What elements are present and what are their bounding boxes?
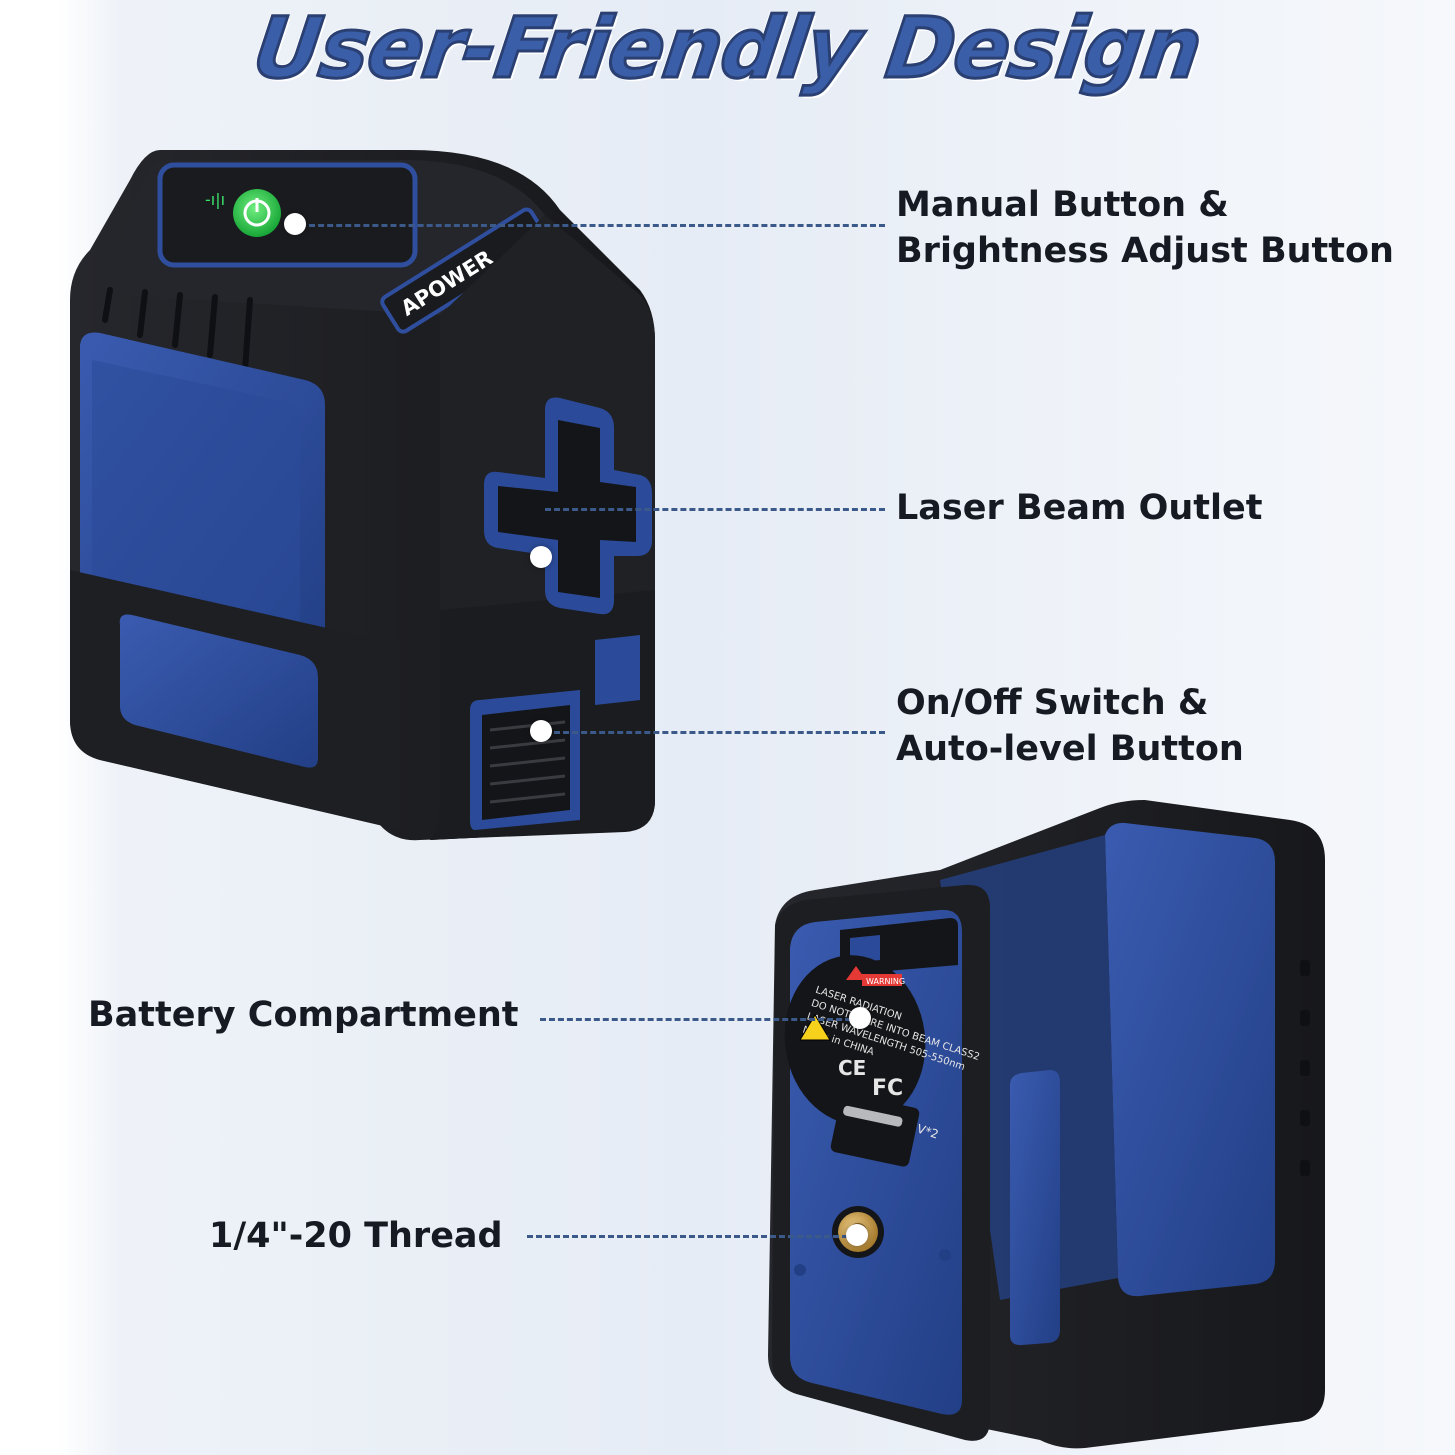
label-battery-line1: Battery Compartment <box>88 995 519 1035</box>
callout-line-battery <box>540 1018 860 1021</box>
label-onoff-switch: On/Off Switch & Auto-level Button <box>896 680 1244 772</box>
label-thread: 1/4"-20 Thread <box>209 1213 503 1259</box>
laser-level-rear-view: WARNING LASER RADIATION DO NOT STARE INT… <box>768 800 1325 1449</box>
callout-line-manual-button <box>300 224 885 227</box>
svg-text:-ı|ı: -ı|ı <box>205 190 225 209</box>
label-onoff-switch-line2: Auto-level Button <box>896 729 1244 769</box>
label-laser-outlet-line1: Laser Beam Outlet <box>896 488 1263 528</box>
label-battery: Battery Compartment <box>88 992 518 1038</box>
label-manual-button-line2: Brightness Adjust Button <box>896 231 1394 271</box>
callout-dot-manual-button <box>284 213 306 235</box>
callout-line-laser-outlet <box>545 508 885 511</box>
svg-text:CE: CE <box>838 1056 866 1080</box>
callout-line-onoff-switch <box>545 731 885 734</box>
callout-dot-battery <box>849 1007 871 1029</box>
callout-line-thread <box>527 1235 857 1238</box>
svg-text:WARNING: WARNING <box>866 977 905 986</box>
label-laser-outlet: Laser Beam Outlet <box>896 485 1263 531</box>
callout-dot-laser-outlet <box>530 546 552 568</box>
callout-dot-thread <box>846 1224 868 1246</box>
label-manual-button: Manual Button & Brightness Adjust Button <box>896 182 1394 274</box>
laser-level-front-view: -ı|ı APOWER <box>70 150 655 841</box>
label-onoff-switch-line1: On/Off Switch & <box>896 683 1209 723</box>
label-thread-line1: 1/4"-20 Thread <box>209 1216 503 1256</box>
svg-text:FC: FC <box>872 1076 903 1101</box>
callout-dot-onoff-switch <box>530 720 552 742</box>
label-manual-button-line1: Manual Button & <box>896 185 1229 225</box>
